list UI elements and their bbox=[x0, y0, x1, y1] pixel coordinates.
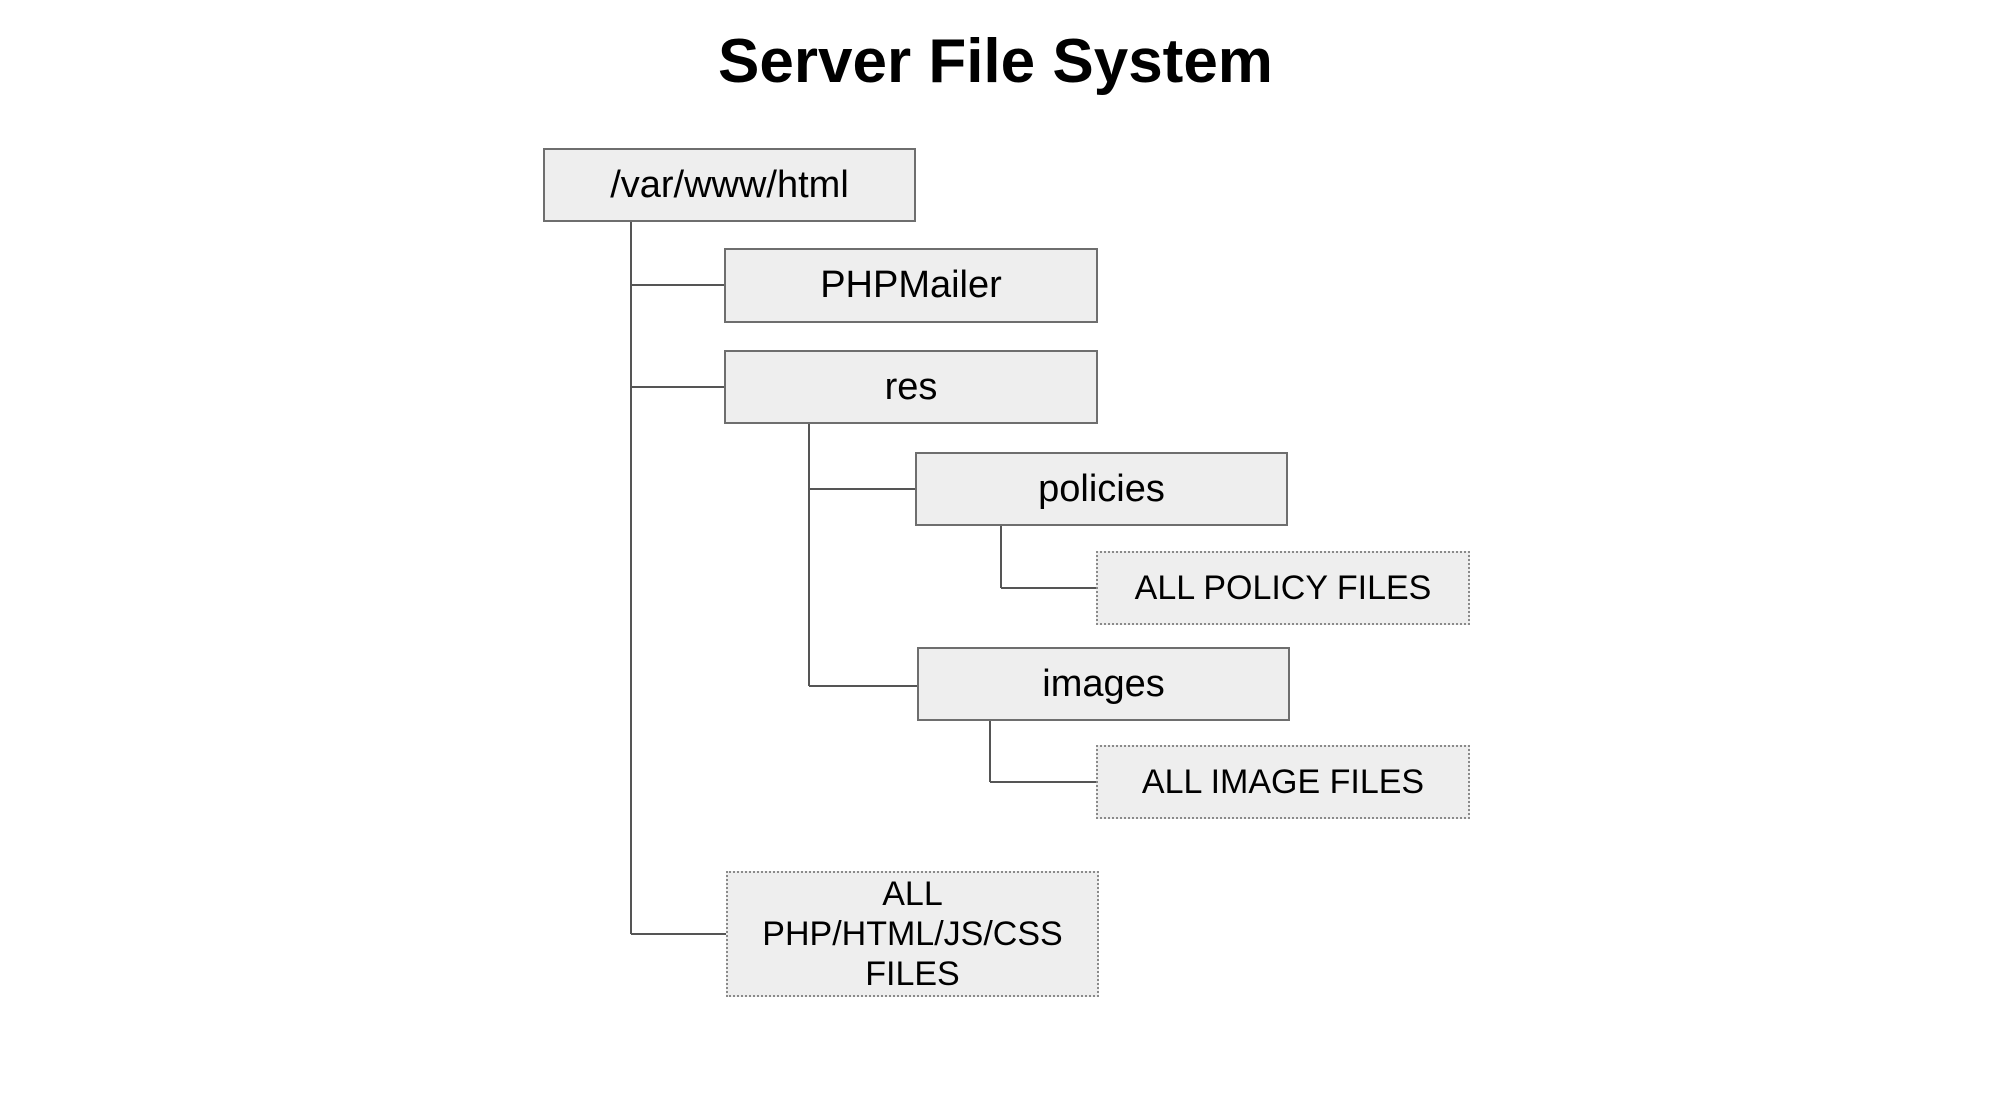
files-node-policy-files: ALL POLICY FILES bbox=[1096, 551, 1470, 625]
files-node-web-files: ALL PHP/HTML/JS/CSS FILES bbox=[726, 871, 1099, 997]
diagram-title: Server File System bbox=[718, 27, 1273, 96]
folder-node-policies: policies bbox=[915, 452, 1288, 526]
files-node-image-files: ALL IMAGE FILES bbox=[1096, 745, 1470, 819]
folder-node-root: /var/www/html bbox=[543, 148, 916, 222]
folder-node-images: images bbox=[917, 647, 1290, 721]
folder-node-phpmailer: PHPMailer bbox=[724, 248, 1098, 323]
folder-node-res: res bbox=[724, 350, 1098, 424]
